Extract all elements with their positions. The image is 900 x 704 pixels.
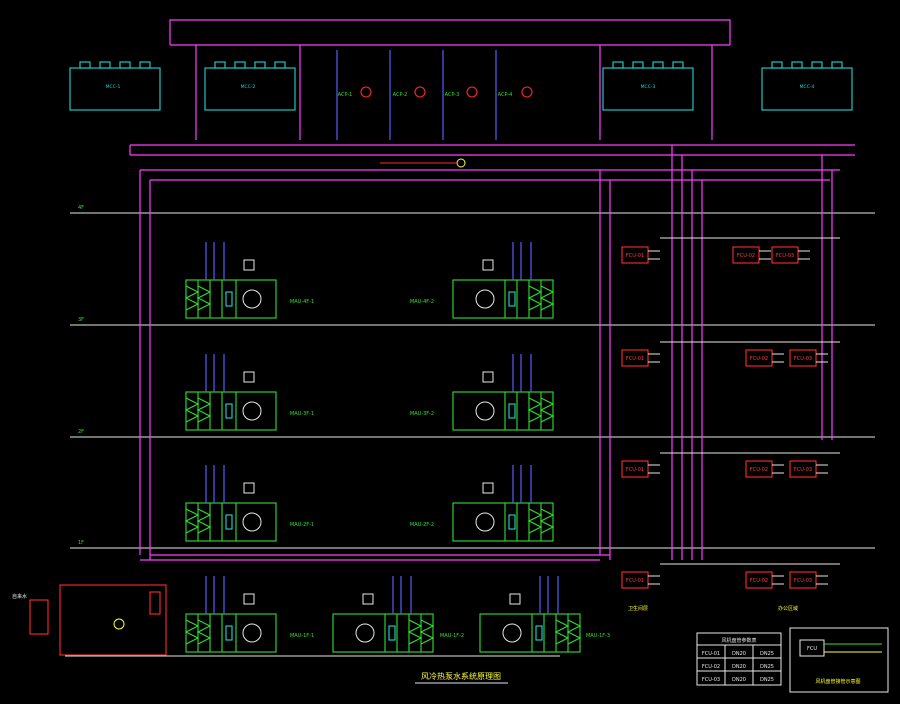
chiller-2: MCC-2 [204,61,296,111]
table-cell: DN25 [760,677,774,683]
ahu-label: MAU-1F-1 [290,633,314,639]
ahu-2f-2: MAU-2F-2 [410,464,554,542]
chiller-4: MCC-4 [761,61,853,111]
fcu-label: FCU-03 [794,578,812,584]
ahu-label: MAU-2F-2 [410,522,434,528]
pump-4: ACP-4 [495,50,533,140]
fcu-parameter-table: 风机盘管参数表 FCU-01 DN20 DN25 FCU-02 DN20 DN2… [696,632,782,686]
pump-3: ACP-3 [442,50,478,140]
fcu-label: FCU-02 [750,356,768,362]
floor-label: 3F [78,317,84,323]
chiller-group: MCC-1 MCC-2 MCC-3 MCC-4 [69,61,853,111]
pump-label: ACP-2 [393,92,408,98]
ahu-4f-2: MAU-4F-2 [410,241,554,319]
floor-lines: 4F 3F 2F 1F [65,205,875,657]
chiller-label: MCC-1 [106,84,121,90]
chiller-1: MCC-1 [69,61,161,111]
table-title: 风机盘管参数表 [721,637,756,644]
expansion-tank-icon [456,158,466,168]
fcu-1f: FCU-01 FCU-02 FCU-03 [621,571,829,589]
ahu-3f-1: MAU-3F-1 [185,353,314,431]
chiller-label: MCC-2 [241,84,256,90]
pump-label: ACP-4 [498,92,513,98]
fcu-group: FCU-01 FCU-02 FCU-03 FCU-01 FCU-02 FCU-0… [621,237,840,589]
chiller-3: MCC-3 [602,61,694,111]
region-label: 卫生间层 [628,605,648,612]
ahu-label: MAU-1F-2 [440,633,464,639]
chiller-label: MCC-4 [800,84,815,90]
ahu-label: MAU-4F-2 [410,299,434,305]
table-cell: FCU-03 [702,677,720,683]
ahu-2f-1: MAU-2F-1 [185,464,314,542]
ahu-3f-2: MAU-3F-2 [410,353,554,431]
table-cell: FCU-01 [702,651,720,657]
water-supply-label: 自来水 [12,593,27,600]
fcu-2f: FCU-01 FCU-02 FCU-03 [621,460,829,478]
ahu-1f-1: MAU-1F-1 [185,575,314,653]
ahu-label: MAU-3F-2 [410,411,434,417]
table-cell: DN20 [732,651,746,657]
fcu-label: FCU-02 [750,467,768,473]
fcu-label: FCU-01 [626,467,644,473]
pump-label: ACP-3 [445,92,460,98]
water-treatment-unit: 自来水 [12,584,167,656]
drawing-title: 风冷热泵水系统原理图 [415,671,508,684]
pump-group: ACP-1 ACP-2 ACP-3 ACP-4 [336,50,533,168]
fcu-label: FCU-01 [626,578,644,584]
fcu-label: FCU-02 [750,578,768,584]
floor-label: 4F [78,205,84,211]
fcu-label: FCU-02 [737,253,755,259]
ahu-4f-1: MAU-4F-1 [185,241,314,319]
table-cell: DN20 [732,664,746,670]
detail-box-label: FCU [807,646,817,652]
fcu-label: FCU-01 [626,253,644,259]
ahu-1f-3: MAU-1F-3 [479,575,610,653]
title-text: 风冷热泵水系统原理图 [421,671,501,681]
risers [139,145,833,561]
ahu-label: MAU-1F-3 [586,633,610,639]
fcu-label: FCU-03 [776,253,794,259]
pump-2: ACP-2 [389,50,426,140]
fcu-connection-detail: FCU 风机盘管接管示意图 [789,627,889,693]
top-header-pipes [129,19,855,181]
chiller-label: MCC-3 [641,84,656,90]
region-label: 办公区域 [778,605,798,612]
ahu-label: MAU-4F-1 [290,299,314,305]
table-cell: DN25 [760,651,774,657]
fcu-3f: FCU-01 FCU-02 FCU-03 [621,349,829,367]
table-cell: DN25 [760,664,774,670]
fcu-label: FCU-03 [794,356,812,362]
detail-title: 风机盘管接管示意图 [815,678,860,685]
floor-label: 1F [78,540,84,546]
table-cell: DN20 [732,677,746,683]
fcu-label: FCU-01 [626,356,644,362]
floor-label: 2F [78,429,84,435]
ahu-label: MAU-2F-1 [290,522,314,528]
ahu-label: MAU-3F-1 [290,411,314,417]
pump-label: ACP-1 [338,92,353,98]
table-cell: FCU-02 [702,664,720,670]
fcu-4f: FCU-01 FCU-02 FCU-03 [621,246,811,264]
fcu-label: FCU-03 [794,467,812,473]
ahu-1f-2: MAU-1F-2 [332,575,464,653]
pump-1: ACP-1 [336,50,372,140]
